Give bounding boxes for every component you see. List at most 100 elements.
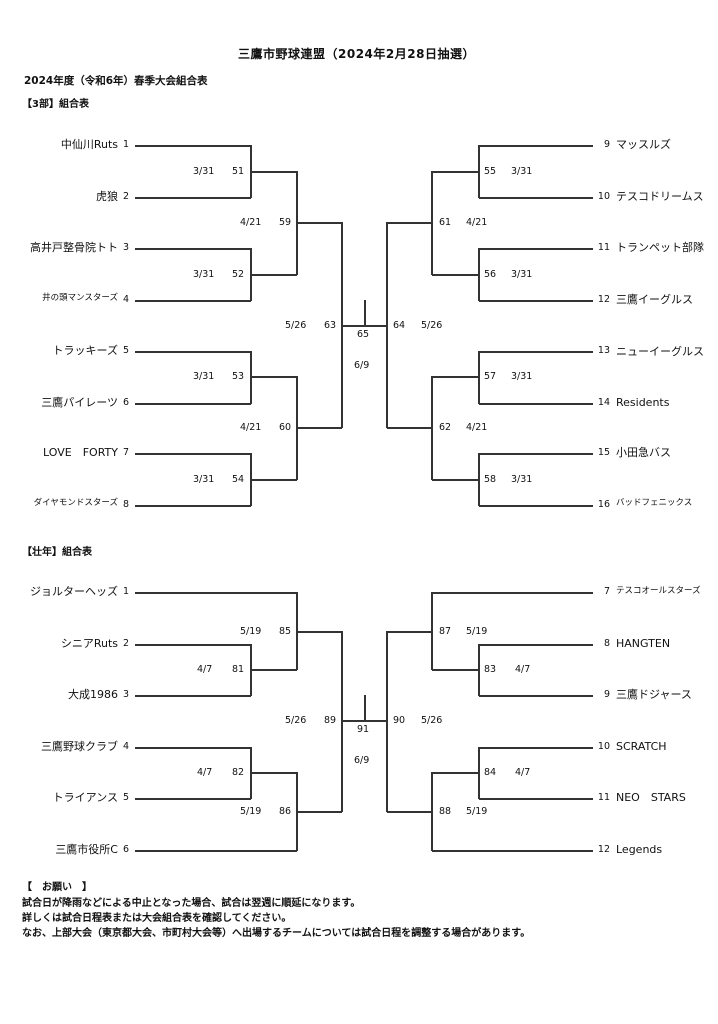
game-date: 3/31 — [193, 474, 215, 485]
seed-number: 4 — [123, 294, 130, 305]
game-date: 5/26 — [421, 715, 443, 726]
bracket-line — [432, 850, 593, 852]
game-date: 4/7 — [515, 664, 531, 675]
game-date: 3/31 — [193, 166, 215, 177]
bracket-line — [135, 145, 251, 147]
bracket-line — [432, 274, 479, 276]
bracket-line — [479, 351, 593, 353]
game-date: 5/26 — [285, 320, 307, 331]
bracket-line — [479, 145, 593, 147]
bracket-line — [135, 695, 251, 697]
seed-number: 16 — [597, 499, 610, 510]
seed-number: 9 — [603, 139, 610, 150]
bracket-line — [432, 592, 593, 594]
team-name: 三鷹野球クラブ — [41, 740, 118, 753]
bracket-line — [432, 376, 479, 378]
bracket-line — [341, 325, 364, 327]
bracket-line — [296, 222, 342, 224]
bracket-line — [432, 479, 479, 481]
bracket-line — [250, 669, 297, 671]
final-date: 6/9 — [354, 755, 370, 766]
game-date: 5/19 — [240, 806, 262, 817]
team-name: LOVE FORTY — [43, 446, 118, 459]
seed-number: 7 — [603, 586, 610, 597]
seed-number: 10 — [597, 191, 610, 202]
bracket-line — [479, 798, 593, 800]
bracket-line — [341, 631, 343, 812]
team-name: ダイヤモンドスターズ — [33, 498, 118, 508]
seed-number: 14 — [597, 397, 610, 408]
game-date: 4/21 — [240, 422, 262, 433]
seed-number: 5 — [123, 345, 130, 356]
bracket-line — [296, 811, 342, 813]
game-number: 59 — [279, 217, 292, 228]
bracket-senior-heading: 【壮年】組合表 — [22, 547, 92, 558]
game-number: 89 — [324, 715, 337, 726]
game-number: 85 — [279, 626, 292, 637]
game-date: 3/31 — [193, 371, 215, 382]
bracket-line — [250, 772, 297, 774]
game-number: 86 — [279, 806, 292, 817]
bracket-line — [387, 222, 432, 224]
seed-number: 4 — [123, 741, 130, 752]
bracket-line — [250, 376, 297, 378]
bracket-line — [386, 631, 388, 812]
game-date: 3/31 — [511, 166, 533, 177]
game-date: 5/19 — [466, 806, 488, 817]
bracket-line — [135, 798, 251, 800]
game-date: 5/19 — [240, 626, 262, 637]
seed-number: 1 — [123, 139, 130, 150]
bracket-line — [296, 427, 342, 429]
bracket-3-heading: 【3部】組合表 — [22, 99, 89, 110]
page-title: 三鷹市野球連盟（2024年2月28日抽選） — [238, 47, 475, 61]
notes-line: なお、上部大会（東京都大会、市町村大会等）へ出場するチームについては試合日程を調… — [22, 928, 531, 939]
game-date: 4/21 — [466, 217, 488, 228]
seed-number: 7 — [123, 447, 130, 458]
game-number: 56 — [484, 269, 497, 280]
game-date: 3/31 — [511, 371, 533, 382]
game-number: 64 — [393, 320, 406, 331]
team-name: シニアRuts — [60, 637, 118, 650]
bracket-line — [478, 351, 480, 404]
bracket-line — [250, 171, 297, 173]
team-name: 三鷹イーグルス — [616, 293, 693, 306]
bracket-line — [432, 772, 479, 774]
team-name: HANGTEN — [616, 637, 671, 650]
bracket-line — [479, 403, 593, 405]
team-name: Legends — [616, 843, 663, 856]
game-date: 3/31 — [511, 269, 533, 280]
game-number: 53 — [232, 371, 245, 382]
team-name: トランペット部隊 — [616, 241, 704, 254]
seed-number: 3 — [123, 242, 130, 253]
seed-number: 3 — [123, 689, 130, 700]
bracket-line — [364, 720, 387, 722]
bracket-line — [250, 274, 297, 276]
team-name: NEO STARS — [616, 791, 686, 804]
bracket-line — [479, 695, 593, 697]
notes-line: 試合日が降雨などによる中止となった場合、試合は翌週に順延になります。 — [22, 898, 361, 909]
game-number: 82 — [232, 767, 245, 778]
seed-number: 9 — [603, 689, 610, 700]
bracket-line — [364, 695, 366, 721]
bracket-line — [135, 300, 251, 302]
game-date: 5/19 — [466, 626, 488, 637]
seed-number: 1 — [123, 586, 130, 597]
game-number: 87 — [439, 626, 452, 637]
team-name: 虎狼 — [96, 190, 118, 203]
bracket-line — [135, 453, 251, 455]
game-number: 60 — [279, 422, 292, 433]
final-game-number: 91 — [357, 724, 370, 735]
seed-number: 10 — [597, 741, 610, 752]
seed-number: 13 — [597, 345, 610, 356]
seed-number: 8 — [123, 499, 130, 510]
seed-number: 11 — [597, 792, 610, 803]
bracket-line — [479, 747, 593, 749]
seed-number: 6 — [123, 397, 130, 408]
seed-number: 12 — [597, 294, 610, 305]
seed-number: 8 — [603, 638, 610, 649]
game-number: 57 — [484, 371, 497, 382]
bracket-line — [135, 747, 251, 749]
bracket-line — [135, 850, 297, 852]
team-name: バッドフェニックス — [616, 498, 693, 508]
game-number: 58 — [484, 474, 497, 485]
